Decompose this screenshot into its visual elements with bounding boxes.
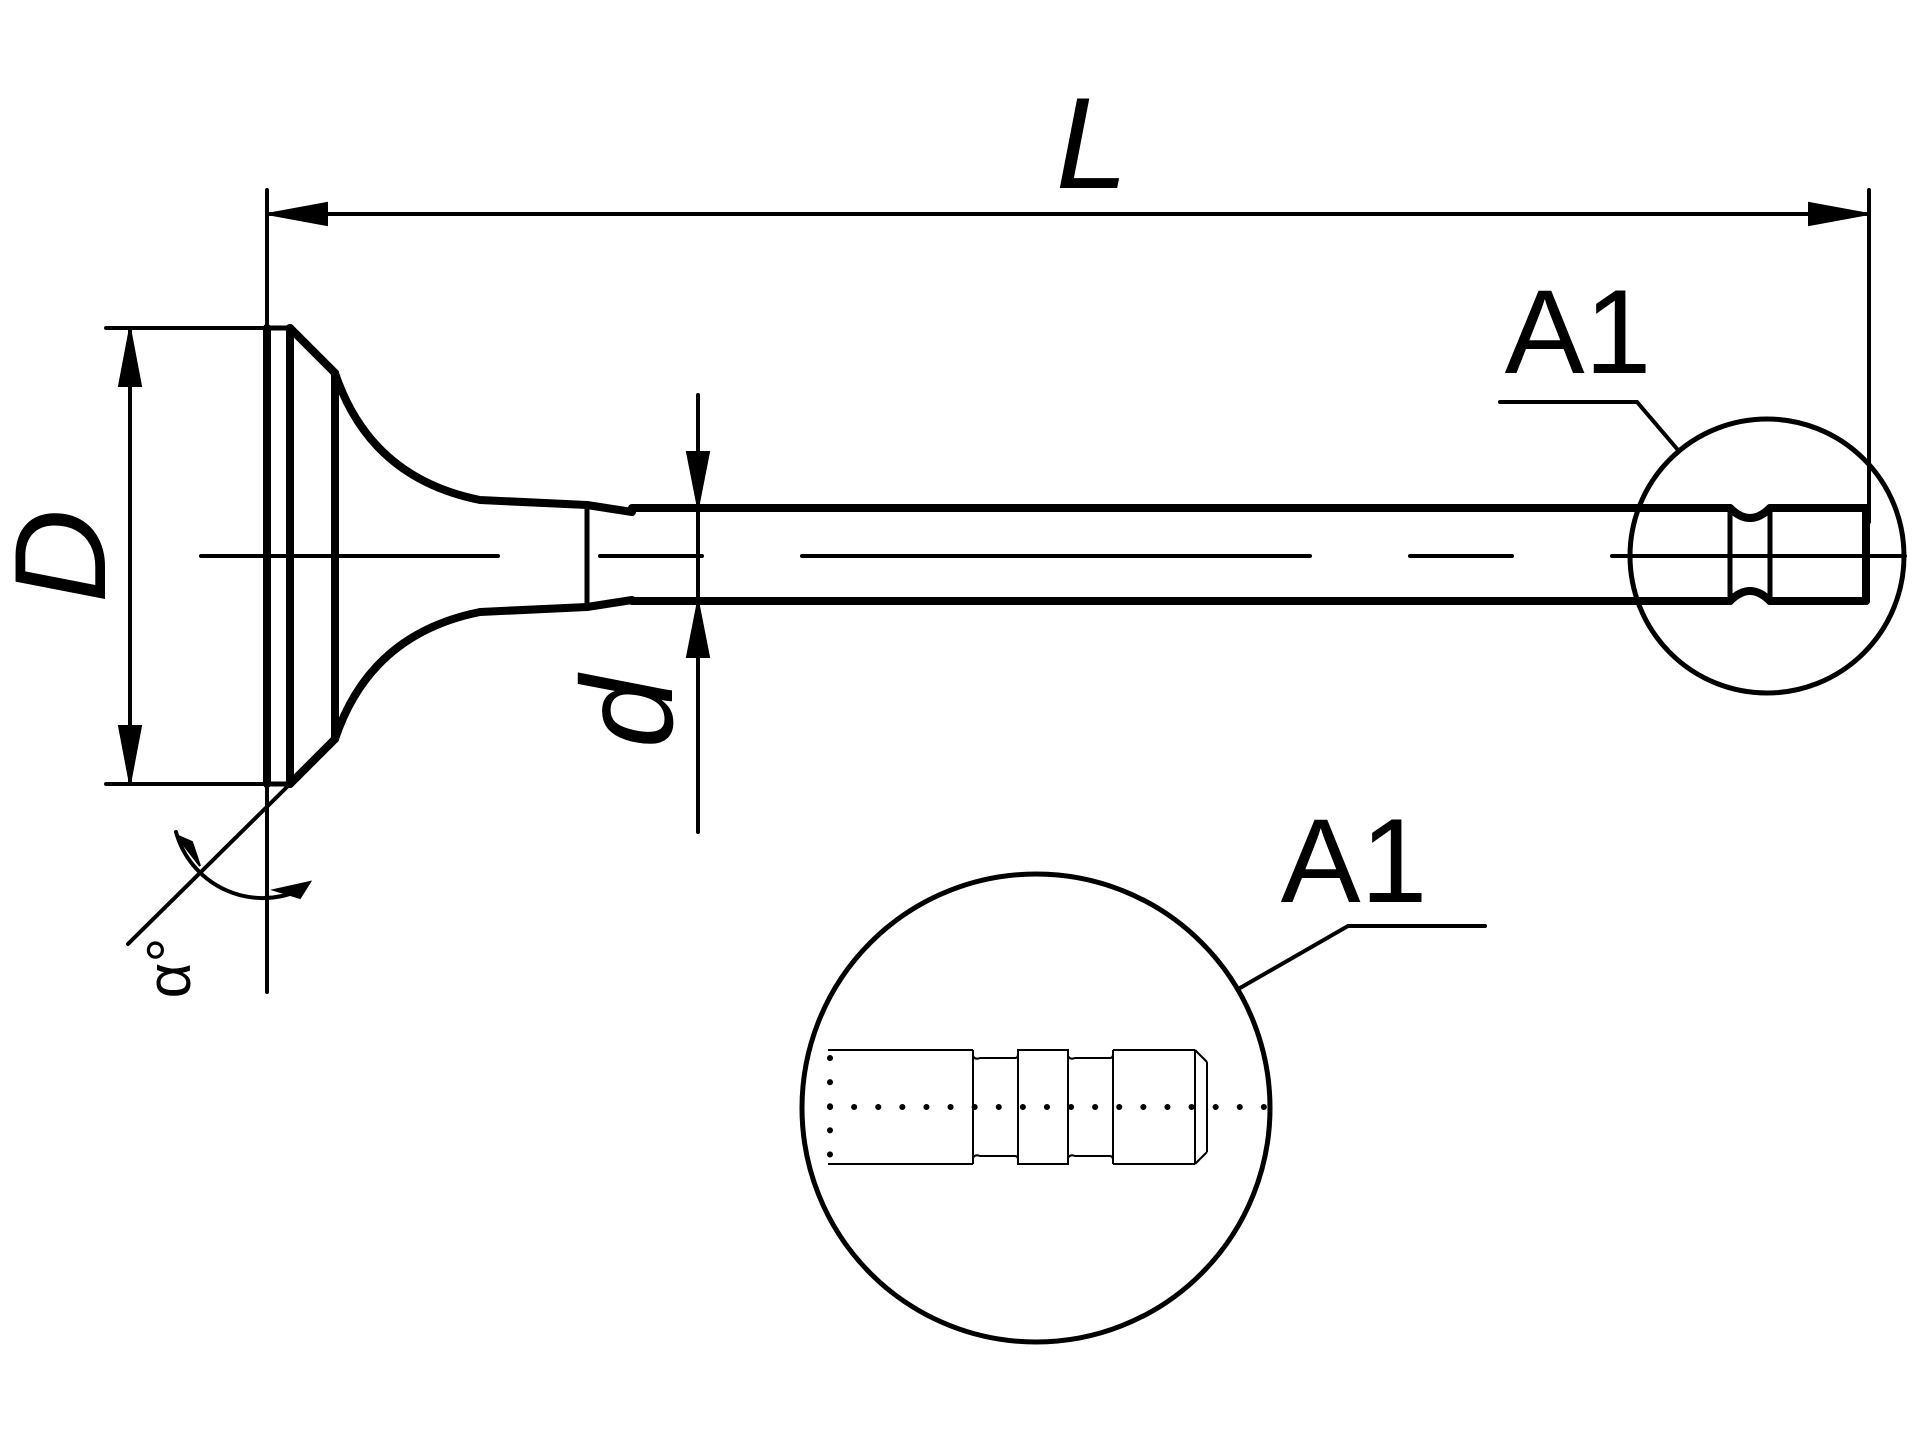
head-diameter-label: D — [0, 509, 133, 603]
angle-arrow-left — [175, 834, 201, 867]
detail-groove-top — [1067, 1050, 1114, 1060]
valve-stem — [628, 504, 1870, 605]
length-label: L — [1056, 70, 1128, 216]
head-diameter-arrow-bottom — [117, 725, 143, 785]
stem-diameter-label: d — [554, 672, 700, 748]
seat-angle-dimension: α° — [126, 782, 313, 999]
detail-groove-bottom — [1067, 1154, 1114, 1164]
fillet-bottom — [331, 596, 636, 743]
detail-chamfer-bottom — [1194, 1151, 1208, 1165]
seat-chamfer-top — [286, 324, 339, 377]
fillet-top — [331, 369, 636, 516]
detail-view-leader — [1238, 924, 1487, 990]
detail-view-circle — [799, 871, 1273, 1345]
stem-diameter-dimension: d — [554, 393, 711, 834]
stem-diameter-arrow-bottom — [685, 600, 711, 658]
detail-view-label: A1 — [1281, 794, 1428, 928]
head-diameter-dimension: D — [0, 326, 292, 786]
detail-chamfer-top — [1194, 1049, 1208, 1063]
angle-arrow-right — [270, 880, 313, 900]
groove-bottom — [1726, 587, 1774, 605]
detail-callout-leader — [1498, 400, 1680, 452]
detail-callout: A1 — [1498, 265, 1907, 696]
length-dimension: L — [265, 70, 1871, 994]
angle-extension-line — [126, 782, 292, 946]
detail-callout-circle — [1627, 416, 1907, 696]
groove-top — [1726, 504, 1774, 522]
detail-groove-top — [972, 1050, 1019, 1060]
angle-arc — [174, 830, 302, 901]
length-arrow-right — [1808, 201, 1870, 227]
detail-stem-profile — [827, 1049, 1271, 1165]
length-arrow-left — [266, 201, 328, 227]
stem-diameter-arrow-top — [685, 451, 711, 509]
head-diameter-arrow-top — [117, 327, 143, 387]
angle-label: α° — [135, 938, 204, 999]
detail-groove-bottom — [972, 1154, 1019, 1164]
detail-callout-label: A1 — [1505, 265, 1652, 399]
detail-view: A1 — [799, 794, 1487, 1345]
seat-chamfer-bottom — [286, 735, 339, 788]
